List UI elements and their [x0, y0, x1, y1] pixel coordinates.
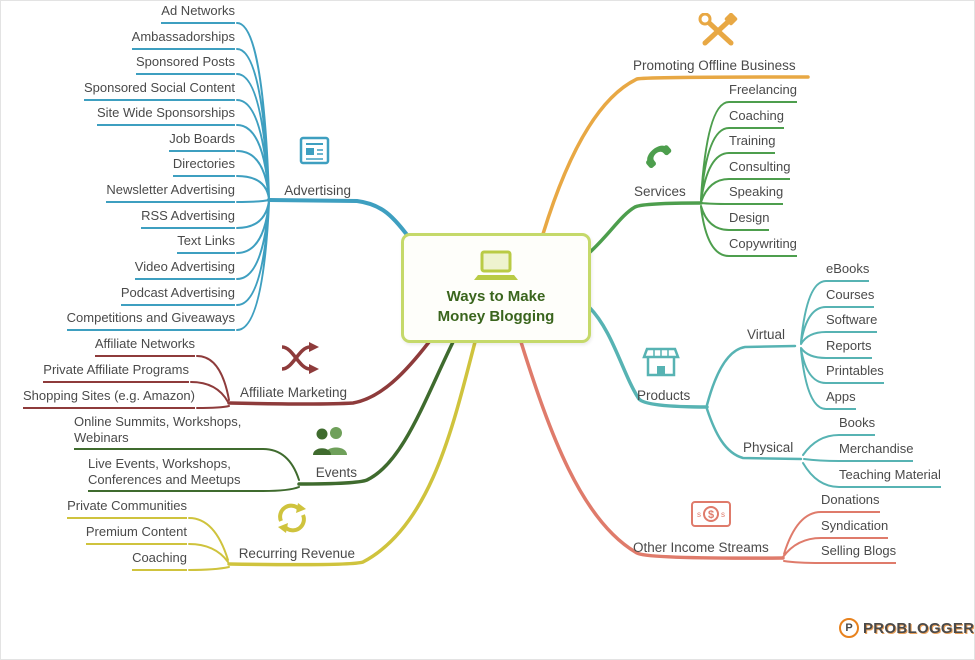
branch-other-income-streams: Other Income Streams: [633, 540, 769, 555]
node-rss-advertising: RSS Advertising: [141, 208, 235, 229]
node-affiliate-networks: Affiliate Networks: [94, 336, 195, 357]
refresh-arrows-icon: [278, 503, 306, 533]
affiliate-child-connectors: [190, 355, 230, 409]
svg-text:s: s: [697, 510, 701, 519]
node-newsletter-advertising: Newsletter Advertising: [106, 182, 235, 203]
node-printables: Printables: [826, 363, 884, 384]
phone-icon: [646, 145, 672, 169]
laptop-icon: [474, 250, 518, 280]
node-ambassadorships: Ambassadorships: [131, 29, 235, 50]
services-child-connectors: [700, 101, 730, 257]
node-site-wide-sponsorships: Site Wide Sponsorships: [96, 105, 235, 126]
storefront-icon: [642, 347, 680, 377]
branch-advertising: Advertising: [284, 183, 351, 198]
problogger-logo-text: PROBLOGGER: [863, 619, 975, 637]
node-consulting: Consulting: [729, 159, 791, 180]
node-teaching-material: Teaching Material: [839, 467, 941, 488]
people-icon: [313, 427, 347, 455]
node-premium-content: Premium Content: [85, 524, 187, 545]
events-trunk-connector: [297, 340, 455, 486]
problogger-logo-mark: P: [839, 618, 859, 638]
node-text-links: Text Links: [177, 233, 235, 254]
svg-text:s: s: [721, 510, 725, 519]
node-podcast-advertising: Podcast Advertising: [120, 285, 235, 306]
node-live-events: Live Events, Workshops, Conferences and …: [88, 456, 263, 493]
branch-services: Services: [634, 184, 686, 199]
node-ad-networks: Ad Networks: [161, 3, 235, 24]
node-courses: Courses: [826, 287, 875, 308]
node-software: Software: [826, 312, 878, 333]
subbranch-virtual: Virtual: [747, 327, 786, 342]
node-books: Books: [839, 415, 876, 436]
branch-recurring-revenue: Recurring Revenue: [238, 546, 355, 561]
physical-child-connectors: [802, 434, 840, 488]
node-online-summits: Online Summits, Workshops, Webinars: [74, 414, 263, 451]
node-shopping-sites: Shopping Sites (e.g. Amazon): [23, 388, 195, 409]
node-apps: Apps: [826, 389, 856, 410]
recurring-child-connectors: [188, 517, 230, 571]
node-speaking: Speaking: [729, 184, 784, 205]
other-child-connectors: [782, 511, 822, 564]
node-coaching-recurring: Coaching: [132, 550, 187, 571]
node-copywriting: Copywriting: [729, 236, 797, 257]
node-training: Training: [729, 133, 776, 154]
advertising-child-connectors: [236, 22, 270, 331]
node-sponsored-social-content: Sponsored Social Content: [83, 80, 235, 101]
node-competitions-and-giveaways: Competitions and Giveaways: [66, 310, 235, 331]
svg-text:$: $: [708, 509, 714, 521]
money-icon: $ s s: [691, 501, 731, 527]
branch-promoting-offline-business: Promoting Offline Business: [633, 58, 796, 73]
node-sponsored-posts: Sponsored Posts: [135, 54, 235, 75]
node-selling-blogs: Selling Blogs: [821, 543, 897, 564]
events-child-connectors: [262, 448, 300, 492]
node-ebooks: eBooks: [826, 261, 870, 282]
problogger-logo: P PROBLOGGER: [839, 618, 974, 638]
node-syndication: Syndication: [821, 518, 889, 539]
node-design: Design: [729, 210, 770, 231]
affiliate-trunk-connector: [227, 340, 431, 406]
virtual-child-connectors: [800, 280, 827, 410]
services-trunk-connector: [587, 201, 703, 255]
branch-affiliate-marketing: Affiliate Marketing: [239, 385, 347, 400]
products-physical-connector: [705, 407, 803, 461]
node-private-communities: Private Communities: [67, 498, 187, 519]
branch-products: Products: [637, 388, 691, 403]
tools-icon: [698, 13, 738, 46]
node-video-advertising: Video Advertising: [134, 259, 235, 280]
advertising-trunk-connector: [267, 198, 415, 245]
products-trunk-connector: [587, 305, 709, 409]
subbranch-physical: Physical: [743, 440, 794, 455]
products-virtual-connector: [705, 344, 797, 407]
central-topic-title: Ways to Make Money Blogging: [437, 288, 555, 325]
promoting-trunk-connector: [541, 75, 810, 236]
node-reports: Reports: [826, 338, 872, 359]
shuffle-arrows-icon: [281, 342, 319, 374]
node-directories: Directories: [172, 156, 235, 177]
node-merchandise: Merchandise: [839, 441, 914, 462]
other-trunk-connector: [519, 340, 785, 560]
node-freelancing: Freelancing: [729, 82, 797, 103]
recurring-trunk-connector: [227, 340, 477, 567]
newspaper-icon: [299, 136, 330, 165]
node-donations: Donations: [821, 492, 880, 513]
node-private-affiliate-programs: Private Affiliate Programs: [43, 362, 189, 383]
branch-events: Events: [315, 465, 357, 480]
node-coaching-services: Coaching: [729, 108, 784, 129]
central-topic: Ways to Make Money Blogging: [401, 233, 591, 343]
node-job-boards: Job Boards: [169, 131, 235, 152]
